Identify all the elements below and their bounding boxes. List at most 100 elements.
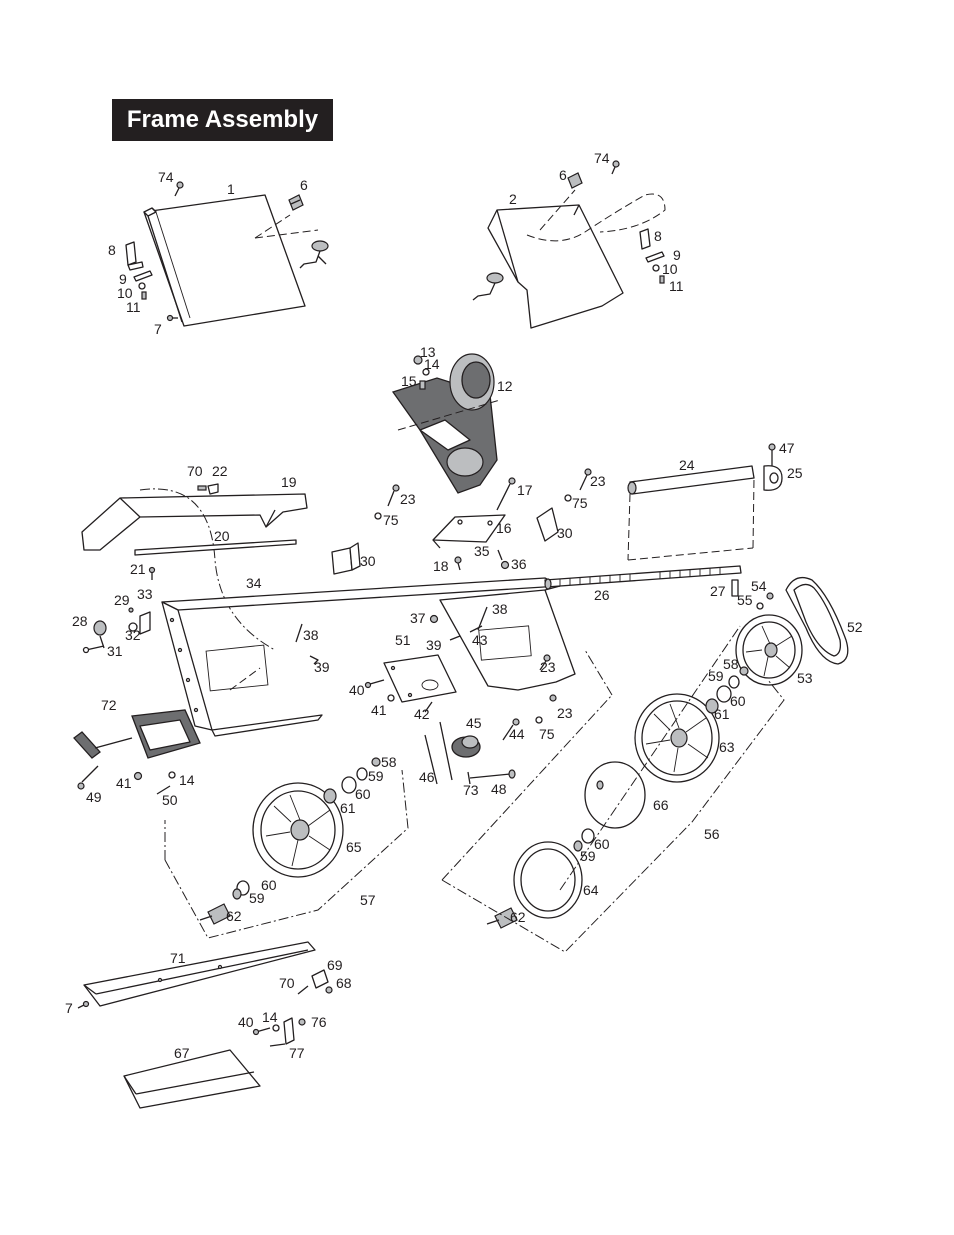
callout-40: 40	[238, 1014, 254, 1030]
callout-11: 11	[669, 278, 684, 294]
part-12-motor	[391, 353, 501, 494]
part-1-left-cover	[143, 194, 319, 327]
callout-16: 16	[496, 520, 512, 536]
part-8b-9-10-11b-hardware	[639, 228, 665, 284]
callout-23: 23	[590, 473, 606, 489]
part-20-bar	[134, 539, 297, 556]
part-74b-screw	[611, 160, 620, 175]
callout-11: 11	[126, 299, 141, 315]
callout-8: 8	[108, 242, 116, 258]
callout-18: 18	[433, 558, 449, 574]
callout-2: 2	[509, 191, 517, 207]
part-24-rod	[627, 465, 755, 561]
part-23c-75c-hardware	[535, 654, 557, 724]
part-left-latch	[299, 240, 329, 269]
callout-70: 70	[187, 463, 203, 479]
part-73-48-bolt	[467, 769, 516, 785]
part-59b-60b-62a-hardware	[199, 880, 250, 925]
callout-45: 45	[466, 715, 482, 731]
callout-38: 38	[492, 601, 508, 617]
callout-9: 9	[673, 247, 681, 263]
part-right-motor-mount	[439, 585, 576, 691]
part-8a-bracket	[125, 241, 144, 271]
callout-69: 69	[327, 957, 343, 973]
part-72-tensioner	[73, 709, 201, 795]
callout-47: 47	[779, 440, 795, 456]
part-59d-60d-hardware	[573, 828, 595, 852]
part-34-main-base	[161, 577, 561, 737]
callout-13: 13	[420, 344, 436, 360]
callout-33: 33	[137, 586, 153, 602]
callout-30: 30	[360, 553, 376, 569]
callout-58: 58	[723, 656, 739, 672]
part-52-belt	[785, 576, 849, 665]
callout-6: 6	[559, 167, 567, 183]
callout-65: 65	[346, 839, 362, 855]
callout-15: 15	[401, 373, 417, 389]
callout-71: 71	[170, 950, 186, 966]
callout-labels: 1 2 6 6 74 74 8 8 9 9 10 10 11 11 7 7 13…	[65, 150, 863, 1061]
callout-10: 10	[662, 261, 678, 277]
callout-40: 40	[349, 682, 365, 698]
callout-41: 41	[371, 702, 387, 718]
callout-24: 24	[679, 457, 695, 473]
callout-62: 62	[226, 908, 242, 924]
callout-60: 60	[355, 786, 371, 802]
part-54-55-hardware	[756, 592, 774, 610]
part-63-pulley	[634, 693, 720, 783]
callout-21: 21	[130, 561, 146, 577]
part-26-leadscrew	[544, 565, 742, 590]
part-2-right-cover	[487, 189, 666, 329]
callout-31: 31	[107, 643, 123, 659]
part-66-disc	[584, 761, 646, 829]
callout-77: 77	[289, 1045, 305, 1061]
part-65-pulley	[252, 782, 344, 878]
callout-36: 36	[511, 556, 527, 572]
callout-60: 60	[594, 836, 610, 852]
callout-42: 42	[414, 706, 430, 722]
callout-53: 53	[797, 670, 813, 686]
callout-61: 61	[714, 706, 730, 722]
callout-58: 58	[381, 754, 397, 770]
callout-14: 14	[262, 1009, 278, 1025]
part-25-clamp	[763, 465, 783, 491]
callout-23: 23	[400, 491, 416, 507]
part-71-rail	[83, 941, 316, 1007]
part-37-nut	[429, 614, 439, 624]
callout-38: 38	[303, 627, 319, 643]
callout-44: 44	[509, 726, 525, 742]
page-title-text: Frame Assembly	[126, 106, 319, 133]
callout-39: 39	[426, 637, 442, 653]
callout-67: 67	[174, 1045, 190, 1061]
callout-37: 37	[410, 610, 426, 626]
callout-17: 17	[517, 482, 533, 498]
part-6a-knob	[288, 194, 304, 211]
part-46-bracket	[424, 721, 453, 785]
part-9-10-11a-hardware	[133, 270, 153, 300]
callout-64: 64	[583, 882, 599, 898]
group-56-outline	[441, 625, 785, 953]
part-64-ring	[513, 841, 583, 919]
callout-61: 61	[340, 800, 356, 816]
part-7a-screw	[166, 314, 178, 322]
callout-35: 35	[474, 543, 490, 559]
callout-55: 55	[737, 592, 753, 608]
part-16-plate	[432, 514, 506, 549]
callout-14: 14	[179, 772, 195, 788]
part-7b-screw	[77, 1000, 90, 1009]
part-47-bolt	[768, 443, 776, 466]
callout-34: 34	[246, 575, 262, 591]
part-67-tray	[123, 1049, 261, 1109]
callout-43: 43	[472, 632, 488, 648]
callout-62: 62	[510, 909, 526, 925]
part-22-70a-hardware	[197, 483, 219, 495]
callout-76: 76	[311, 1014, 327, 1030]
callout-32: 32	[125, 627, 141, 643]
part-18-screw	[454, 556, 462, 571]
part-58b-59c-60c-61b-hardware	[705, 666, 749, 714]
callout-72: 72	[101, 697, 117, 713]
part-40b-14c-76-77-hardware	[252, 1017, 306, 1047]
callout-14: 14	[424, 356, 440, 372]
callout-50: 50	[162, 792, 178, 808]
callout-25: 25	[787, 465, 803, 481]
